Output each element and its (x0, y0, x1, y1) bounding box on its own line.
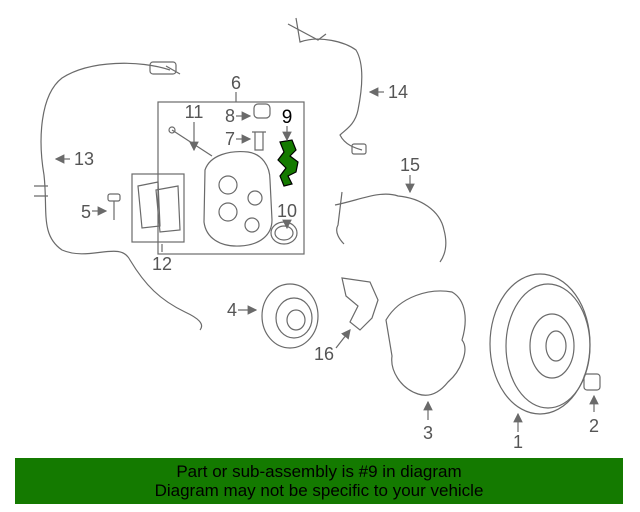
sensor-cable-14 (287, 17, 367, 155)
guide-pin-11 (168, 126, 213, 157)
callout-13: 13 (74, 149, 94, 169)
brake-pads-12 (131, 173, 185, 243)
brake-line-15 (334, 191, 447, 263)
callout-10: 10 (277, 201, 297, 221)
banner-line-2: Diagram may not be specific to your vehi… (154, 481, 484, 500)
leader-lines (54, 87, 599, 432)
callout-2: 2 (589, 416, 599, 436)
callout-1: 1 (513, 432, 523, 452)
brake-rotor-1 (489, 273, 591, 415)
callout-7: 7 (225, 129, 235, 149)
callout-4: 4 (227, 300, 237, 320)
dust-shield-3 (385, 290, 466, 396)
notice-banner: Part or sub-assembly is #9 in diagram Di… (15, 458, 623, 504)
caliper-group-6 (157, 101, 305, 255)
bleeder-7 (252, 131, 266, 151)
callout-3: 3 (423, 423, 433, 443)
callout-5: 5 (81, 202, 91, 222)
cap-8 (253, 103, 271, 119)
callout-8: 8 (225, 106, 235, 126)
highlighted-part-9 (277, 139, 299, 187)
wheel-bolt-2 (583, 373, 601, 391)
callout-16: 16 (314, 344, 334, 364)
seal-10 (270, 221, 298, 245)
callout-14: 14 (388, 82, 408, 102)
wear-sensor-cable-13 (34, 61, 203, 331)
callout-12: 12 (152, 254, 172, 274)
bolt-5 (107, 193, 121, 220)
callout-15: 15 (400, 155, 420, 175)
callout-6: 6 (231, 73, 241, 93)
callout-11: 11 (185, 102, 204, 122)
wheel-hub-4 (261, 283, 319, 349)
callout-9: 9 (282, 107, 293, 128)
bracket-16 (341, 277, 379, 331)
caliper-body (203, 150, 273, 247)
banner-line-1: Part or sub-assembly is #9 in diagram (176, 462, 462, 481)
